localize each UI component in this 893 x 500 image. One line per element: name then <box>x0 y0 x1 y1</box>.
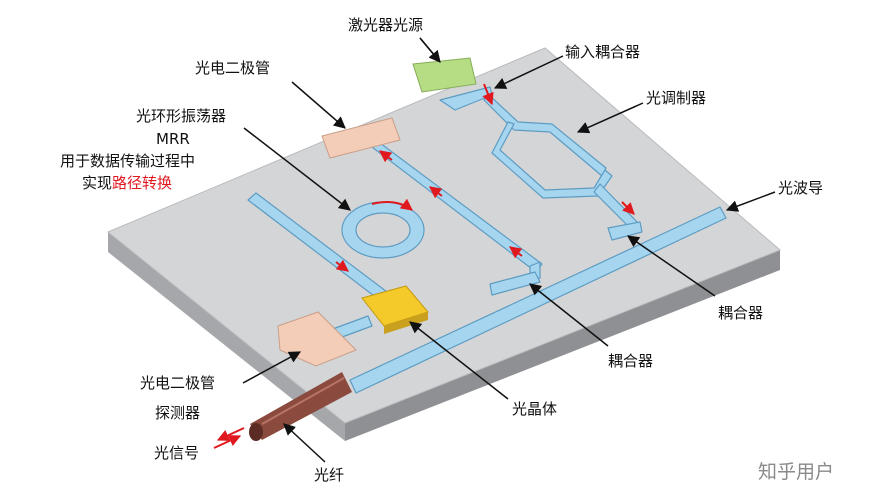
phototransistor-block <box>361 285 429 334</box>
l-coupler-horizontal <box>489 271 541 296</box>
label-optical-fiber: 光纤 <box>314 466 344 484</box>
label-phototransistor: 光晶体 <box>512 400 557 418</box>
label-mrr-desc-2: 实现路径转换 <box>82 174 172 192</box>
callout-transistor <box>409 321 509 400</box>
callout-fiber <box>283 423 326 463</box>
watermark: 知乎用户 <box>758 461 834 483</box>
light-direction-arrows <box>213 83 635 449</box>
label-laser-source: 激光器光源 <box>348 16 423 34</box>
arrow-ring-input <box>335 259 349 272</box>
optical-fiber <box>249 372 352 441</box>
label-mrr-desc-1: 用于数据传输过程中 <box>60 152 195 170</box>
label-optical-modulator: 光调制器 <box>646 89 706 107</box>
label-mrr: MRR <box>156 130 190 148</box>
modulator-arm-lower <box>491 121 613 199</box>
label-coupler-bottom: 耦合器 <box>608 352 653 370</box>
chip-substrate <box>107 47 781 441</box>
bus-waveguide <box>349 206 727 394</box>
label-waveguide: 光波导 <box>778 179 823 197</box>
arrow-signal-left <box>216 427 245 441</box>
callout-laser-head <box>419 37 441 63</box>
waveguides <box>247 86 727 394</box>
label-mrr-desc-2-prefix: 实现 <box>82 174 112 192</box>
label-coupler-right: 耦合器 <box>718 304 763 322</box>
arrow-modulator-out <box>621 201 635 215</box>
arrow-signal-right <box>213 435 242 449</box>
callout-pd-top <box>291 81 346 129</box>
substrate-side-right <box>345 250 780 441</box>
label-optical-signal: 光信号 <box>154 444 199 462</box>
label-input-coupler: 输入耦合器 <box>565 43 640 61</box>
callout-arrows <box>242 37 776 463</box>
modulator-coupler-foot <box>607 221 643 241</box>
callout-coupler-bottom <box>529 283 609 347</box>
arrow-pd-top-1 <box>379 150 393 163</box>
callout-input-coupler <box>493 55 564 89</box>
photodiode-top-block <box>321 117 401 159</box>
label-photodiode-bottom: 光电二极管 <box>140 374 215 392</box>
labels: 激光器光源 输入耦合器 光调制器 光电二极管 光环形振荡器 MRR 用于数据传输… <box>60 16 834 484</box>
callout-pd-bottom <box>242 351 302 384</box>
callout-coupler-right <box>627 235 716 297</box>
laser-source-block <box>412 57 477 93</box>
label-ring-resonator: 光环形振荡器 <box>136 107 226 125</box>
label-photodiode-top: 光电二极管 <box>195 59 270 77</box>
arrow-ring <box>371 198 413 211</box>
label-detector: 探测器 <box>155 404 200 422</box>
arrow-pd-top-3 <box>509 246 523 259</box>
callout-ring <box>243 127 351 211</box>
substrate-top <box>107 47 781 424</box>
ring-inner <box>355 212 411 248</box>
callout-modulator <box>576 102 644 134</box>
label-mrr-desc-2-highlight: 路径转换 <box>112 174 172 192</box>
callout-waveguide <box>725 191 776 212</box>
substrate-side-front <box>108 232 345 441</box>
arrow-pd-top-2 <box>429 186 443 199</box>
ring-resonator <box>341 201 425 259</box>
arrow-input-taper <box>482 83 494 106</box>
